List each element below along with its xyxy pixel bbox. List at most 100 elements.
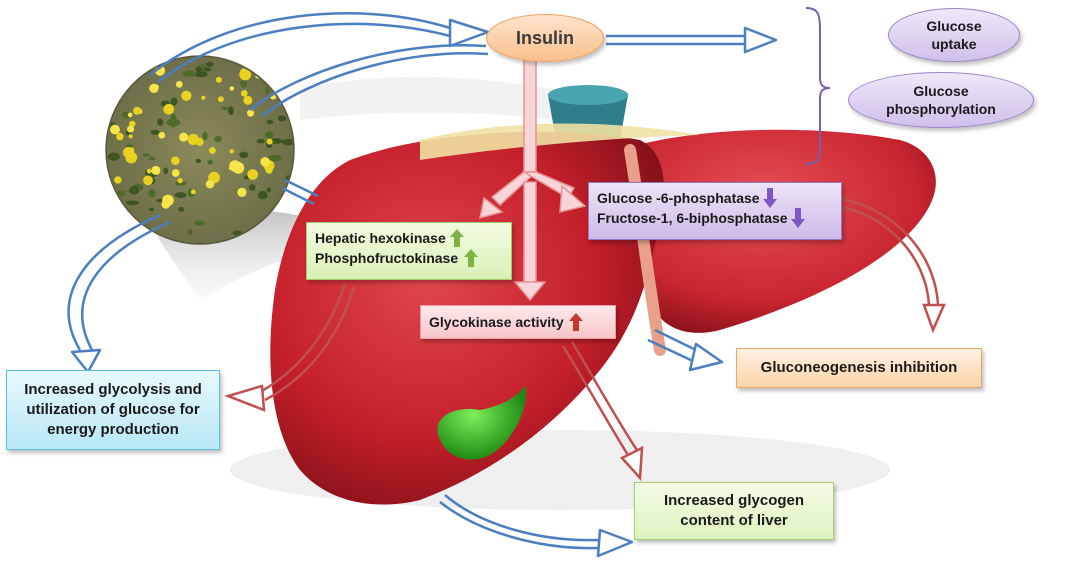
leaf	[148, 188, 156, 198]
glycolysis-line-2: utilization of glucose for	[26, 401, 200, 418]
flower	[229, 86, 235, 91]
gluconeogenesis-box: Gluconeogenesis inhibition	[736, 348, 982, 388]
leaf	[202, 67, 212, 72]
flower	[143, 175, 153, 186]
glycolysis-line-3: energy production	[47, 421, 179, 438]
glucose-phosphorylation-line-1: Glucose	[913, 83, 969, 99]
flower	[114, 62, 121, 69]
glycogen-box: Increased glycogen content of liver	[634, 482, 834, 540]
leaf	[202, 131, 208, 141]
leaf	[116, 190, 126, 197]
hepatic-hexokinase-label: Hepatic hexokinase	[315, 230, 446, 246]
insulin-label: Insulin	[516, 28, 574, 48]
leaf	[148, 207, 155, 212]
glucose-phosphorylation-line-2: phosphorylation	[886, 101, 996, 117]
fructose-biphosphatase-label: Fructose-1, 6-biphosphatase	[597, 210, 788, 226]
up-arrow-icon	[449, 229, 464, 247]
leaf	[129, 185, 140, 195]
flower	[162, 194, 174, 207]
leaf	[107, 152, 120, 161]
glucose-uptake-line-1: Glucose	[926, 18, 982, 34]
flower	[209, 147, 216, 154]
flower	[266, 138, 273, 145]
leaf	[265, 86, 270, 95]
leaf	[256, 138, 266, 144]
leaf	[170, 97, 178, 106]
leaf	[206, 61, 214, 67]
down-arrow-icon	[762, 188, 777, 208]
flower	[181, 90, 192, 101]
vena-cava-top	[548, 85, 628, 105]
flower	[243, 95, 253, 105]
flower	[237, 187, 247, 197]
phosphatase-box: Glucose -6-phosphatase Fructose-1, 6-bip…	[588, 182, 842, 240]
leaf	[194, 70, 208, 78]
glucose-phosphorylation-node: Glucose phosphorylation	[848, 72, 1034, 128]
leaf	[267, 154, 282, 162]
leaf	[150, 129, 160, 135]
flower	[114, 86, 122, 93]
flower	[187, 133, 199, 146]
leaf	[221, 106, 229, 110]
flower	[153, 84, 159, 90]
leaf	[126, 200, 139, 206]
pink-arrows	[479, 59, 587, 302]
leaf	[121, 111, 131, 119]
glucose-uptake-node: Glucose uptake	[888, 8, 1020, 62]
flower	[217, 96, 224, 103]
leaf	[270, 138, 283, 144]
hexokinase-box: Hepatic hexokinase Phosphofructokinase	[306, 222, 512, 280]
leaf	[264, 131, 274, 139]
gallbladder	[437, 385, 526, 460]
up-arrow-icon	[464, 249, 479, 267]
flower	[110, 124, 120, 135]
leaf	[178, 206, 185, 212]
flower	[260, 157, 270, 167]
leaf	[207, 159, 213, 165]
leaf	[175, 181, 187, 186]
leaf	[266, 119, 274, 125]
leaf	[228, 106, 234, 116]
vessel-band	[420, 123, 700, 160]
flower	[246, 109, 255, 117]
leaf	[174, 192, 187, 199]
leaf	[134, 58, 145, 62]
ligament	[624, 144, 666, 356]
leaf	[240, 79, 248, 88]
flowering-plant-photo	[105, 55, 295, 245]
leaf	[187, 229, 193, 235]
flower	[247, 169, 259, 180]
leaf	[121, 69, 128, 75]
leaf	[277, 115, 287, 122]
leaf	[125, 144, 134, 148]
leaf	[195, 158, 201, 164]
flower	[146, 168, 152, 174]
flower	[127, 125, 135, 133]
down-arrow-icon	[790, 208, 805, 228]
insulin-node: Insulin	[486, 14, 604, 62]
leaf	[198, 64, 207, 69]
leaf	[148, 156, 156, 161]
flower	[128, 134, 133, 139]
flower	[179, 132, 189, 142]
glycogen-line-1: Increased glycogen	[663, 492, 805, 509]
flower	[177, 177, 183, 184]
flower	[240, 89, 248, 97]
flower	[205, 179, 215, 189]
flower	[232, 161, 245, 174]
flower	[175, 80, 183, 88]
flower	[239, 68, 252, 81]
bracket	[805, 7, 831, 165]
flower	[125, 151, 138, 164]
flower	[171, 169, 180, 177]
leaf	[142, 153, 150, 157]
flower	[163, 103, 174, 115]
leaf	[214, 135, 222, 143]
leaf	[163, 167, 169, 175]
flower	[215, 76, 222, 83]
leaf	[122, 65, 131, 73]
phosphofructokinase-label: Phosphofructokinase	[315, 250, 459, 266]
flower	[201, 95, 206, 100]
flower	[279, 75, 288, 84]
flower	[229, 149, 234, 154]
